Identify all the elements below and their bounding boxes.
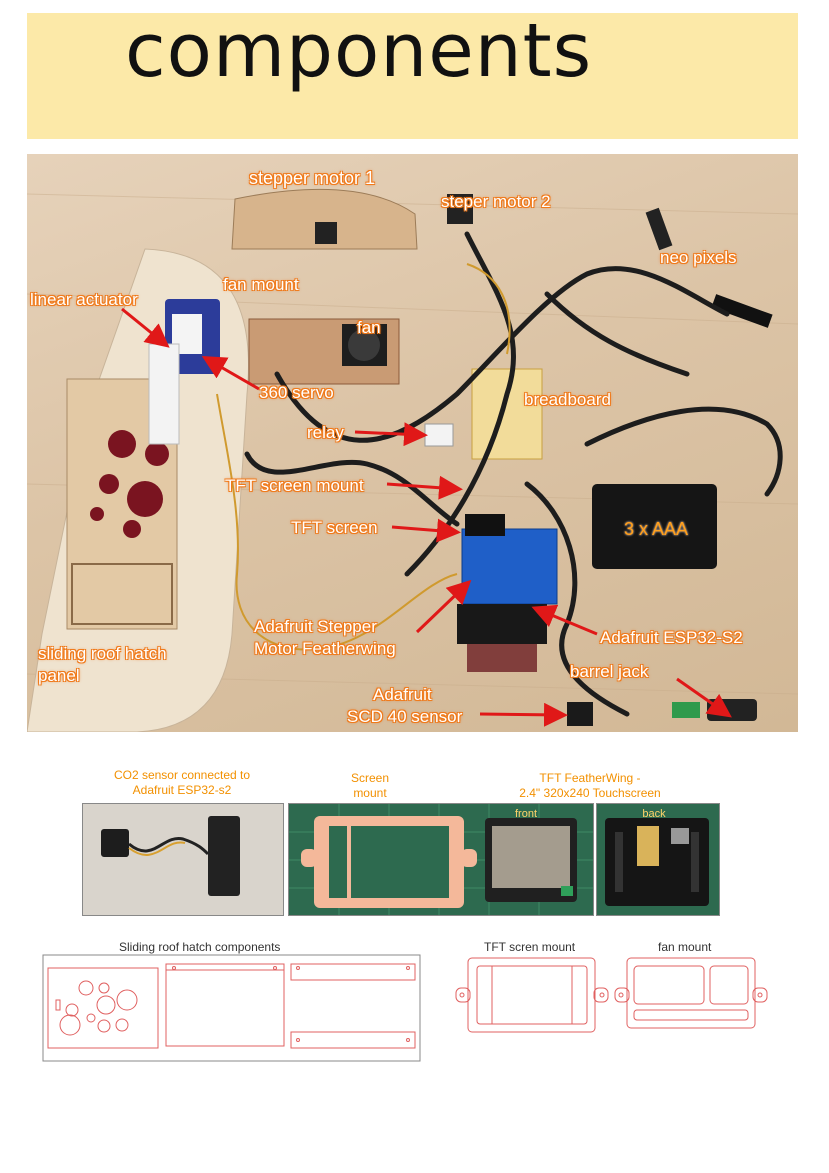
co2-photo-drawing xyxy=(101,816,240,896)
screen-mount-photo: front xyxy=(288,803,594,916)
cables xyxy=(244,231,783,717)
rail-top xyxy=(290,963,416,981)
label-360-servo: 360 servo xyxy=(259,383,334,402)
hatch-panel-outline xyxy=(47,967,159,1049)
battery-pack xyxy=(592,484,717,569)
label-stepper-featherwing-line2: Motor Featherwing xyxy=(254,639,396,658)
laser-cut-diagrams xyxy=(42,954,768,1062)
tft-back-photo: back xyxy=(596,803,720,916)
label-tft-screen-mount: TFT screen mount xyxy=(225,476,364,495)
label-fan: fan xyxy=(357,318,381,337)
stepper-1-housing xyxy=(231,188,418,250)
label-breadboard: breadboard xyxy=(524,390,611,409)
screen-mount-drawing xyxy=(289,804,593,915)
label-neo-pixels: neo pixels xyxy=(660,248,737,267)
label-relay: relay xyxy=(307,423,344,442)
hatch-frame-outline xyxy=(165,963,285,1047)
label-roof-hatch-line2: panel xyxy=(38,666,80,685)
tft-mount-outline xyxy=(467,957,596,1033)
co2-sensor-photo xyxy=(82,803,284,916)
hatch-holes xyxy=(90,430,169,538)
label-roof-hatch-line1: sliding roof hatch xyxy=(38,644,167,663)
title-banner xyxy=(27,13,798,139)
tft-mount-caption: TFT scren mount xyxy=(484,940,576,954)
co2-caption: CO2 sensor connected to Adafruit ESP32-s… xyxy=(113,768,251,797)
label-stepper-motor-1: stepper motor 1 xyxy=(249,168,376,188)
label-esp32: Adafruit ESP32-S2 xyxy=(600,628,743,647)
stepper-2-body xyxy=(447,194,473,224)
label-stepper-featherwing-line1: Adafruit Stepper xyxy=(254,617,377,636)
label-tft-screen: TFT screen xyxy=(291,518,378,537)
neopixel-strip xyxy=(711,294,773,328)
label-barrel-jack: barrel jack xyxy=(570,662,649,681)
sliding-roof-caption: Sliding roof hatch components xyxy=(119,940,281,954)
fan-mount-caption: fan mount xyxy=(658,940,712,954)
orange-wires xyxy=(216,263,511,651)
components-photo: stepper motor 1 steper motor 2 neo pixel… xyxy=(27,154,798,732)
page-title: components xyxy=(125,8,593,94)
fan-mount-outline xyxy=(626,957,756,1029)
esp32-board xyxy=(457,604,547,644)
label-steper-motor-2: steper motor 2 xyxy=(441,192,551,211)
label-arrows xyxy=(121,307,732,727)
label-scd40-line1: Adafruit xyxy=(373,685,432,704)
label-3x-aaa: 3 x AAA xyxy=(624,519,689,539)
label-scd40-line2: SCD 40 sensor xyxy=(347,707,463,726)
label-linear-actuator: linear actuator xyxy=(30,290,138,309)
front-label: front xyxy=(514,808,537,820)
barrel-jack xyxy=(707,699,757,721)
relay-module xyxy=(424,423,454,447)
scd40-board xyxy=(567,702,593,726)
photo-drawing xyxy=(27,188,798,732)
back-label: back xyxy=(642,808,666,820)
breadboard xyxy=(471,368,543,460)
rail-bottom xyxy=(290,1031,416,1049)
roof-sheet xyxy=(42,954,421,1062)
actuator-rack xyxy=(148,343,180,445)
screen-mount-caption: Screen mount xyxy=(350,771,390,800)
stepper-featherwing-board xyxy=(461,528,558,605)
label-fan-mount: fan mount xyxy=(223,275,299,294)
tft-back-drawing xyxy=(605,818,709,906)
tft-featherwing-caption: TFT FeatherWing - 2.4" 320x240 Touchscre… xyxy=(519,771,661,800)
